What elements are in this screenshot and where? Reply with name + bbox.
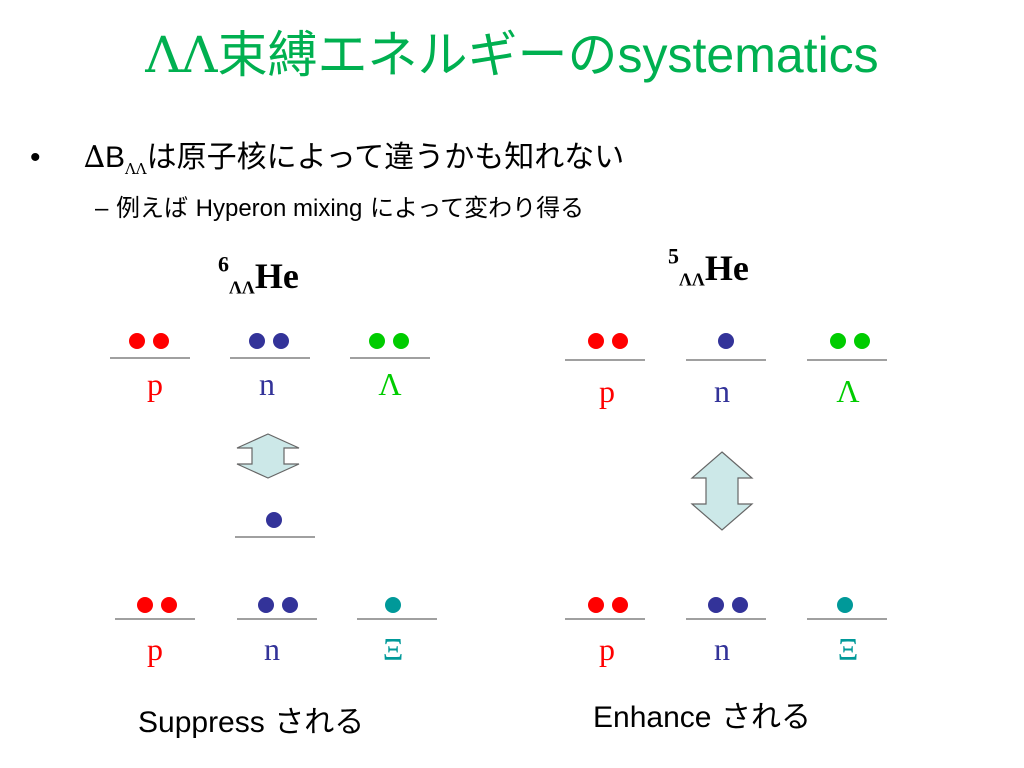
neutron-dot [732,597,748,613]
label-xi: Ξ [838,631,859,667]
lambda-dot [393,333,409,349]
nucleus-label-right: 5ΛΛHe [668,243,749,290]
slide-title: ΛΛ束縛エネルギーのsystematics [0,28,1024,83]
delta-symbol: ∆ [84,140,105,175]
title-english: systematics [617,27,879,83]
left-upper-levels: p n Λ [110,333,430,402]
label-n-low: n [264,631,280,667]
label-p-low: p [599,631,615,667]
neutron-dot [266,512,282,528]
proton-dot [612,333,628,349]
lambda-dot [369,333,385,349]
bullet-marker: • [30,141,41,174]
label-n: n [714,373,730,409]
bullet-main: • ∆BΛΛは原子核によって違うかも知れない [30,132,624,178]
left-middle-level [235,512,315,538]
left-lower-levels: p n Ξ [115,597,437,667]
sub-bullet-text-en: Hyperon mixing [195,195,363,222]
mixing-arrow-small [236,433,300,479]
bullet-sub: – 例えば Hyperon mixing によって変わり得る [95,188,584,223]
proton-dot [588,333,604,349]
nucleus-label-left: 6ΛΛHe [218,251,299,298]
neutron-dot [718,333,734,349]
label-p: p [147,366,163,402]
bullet-text: は原子核によって違うかも知れない [146,140,625,175]
double-arrow-shape [690,451,754,531]
sub-bullet-text-a: 例えば [116,194,196,222]
title-greek: ΛΛ [145,26,218,84]
nucleus-left-element: He [254,256,299,296]
label-p: p [599,373,615,409]
mixing-arrow-large [690,451,754,531]
nucleus-right-sub: ΛΛ [679,269,705,290]
neutron-dot [258,597,274,613]
neutron-dot [282,597,298,613]
right-lower-levels: p n Ξ [565,597,887,667]
proton-dot [153,333,169,349]
label-n-low: n [714,631,730,667]
proton-dot [161,597,177,613]
proton-dot [137,597,153,613]
caption-enhance-en: Enhance [593,701,712,734]
caption-suppress-ja: される [264,705,365,740]
caption-suppress: Suppress される [138,697,364,741]
proton-dot [129,333,145,349]
nucleus-left-sub: ΛΛ [229,277,255,298]
label-lambda: Λ [378,366,401,402]
xi-dot [385,597,401,613]
neutron-dot [249,333,265,349]
proton-dot [612,597,628,613]
xi-dot [837,597,853,613]
label-n: n [259,366,275,402]
title-japanese: 束縛エネルギーの [217,26,618,84]
neutron-dot [708,597,724,613]
b-symbol: B [104,141,125,174]
label-p-low: p [147,631,163,667]
right-upper-levels: p n Λ [565,333,887,409]
caption-enhance-ja: される [711,700,811,735]
label-lambda: Λ [836,373,859,409]
lambda-dot [854,333,870,349]
nucleus-right-element: He [704,248,749,288]
nucleus-right-mass: 5 [668,243,679,269]
caption-enhance: Enhance される [593,692,811,736]
proton-dot [588,597,604,613]
label-xi: Ξ [383,631,404,667]
caption-suppress-en: Suppress [138,706,265,739]
b-subscript: ΛΛ [124,160,147,178]
double-arrow-shape [236,433,300,479]
sub-bullet-marker: – [95,195,109,222]
sub-bullet-text-b: によって変わり得る [362,194,585,222]
neutron-dot [273,333,289,349]
nucleus-left-mass: 6 [218,251,229,277]
lambda-dot [830,333,846,349]
